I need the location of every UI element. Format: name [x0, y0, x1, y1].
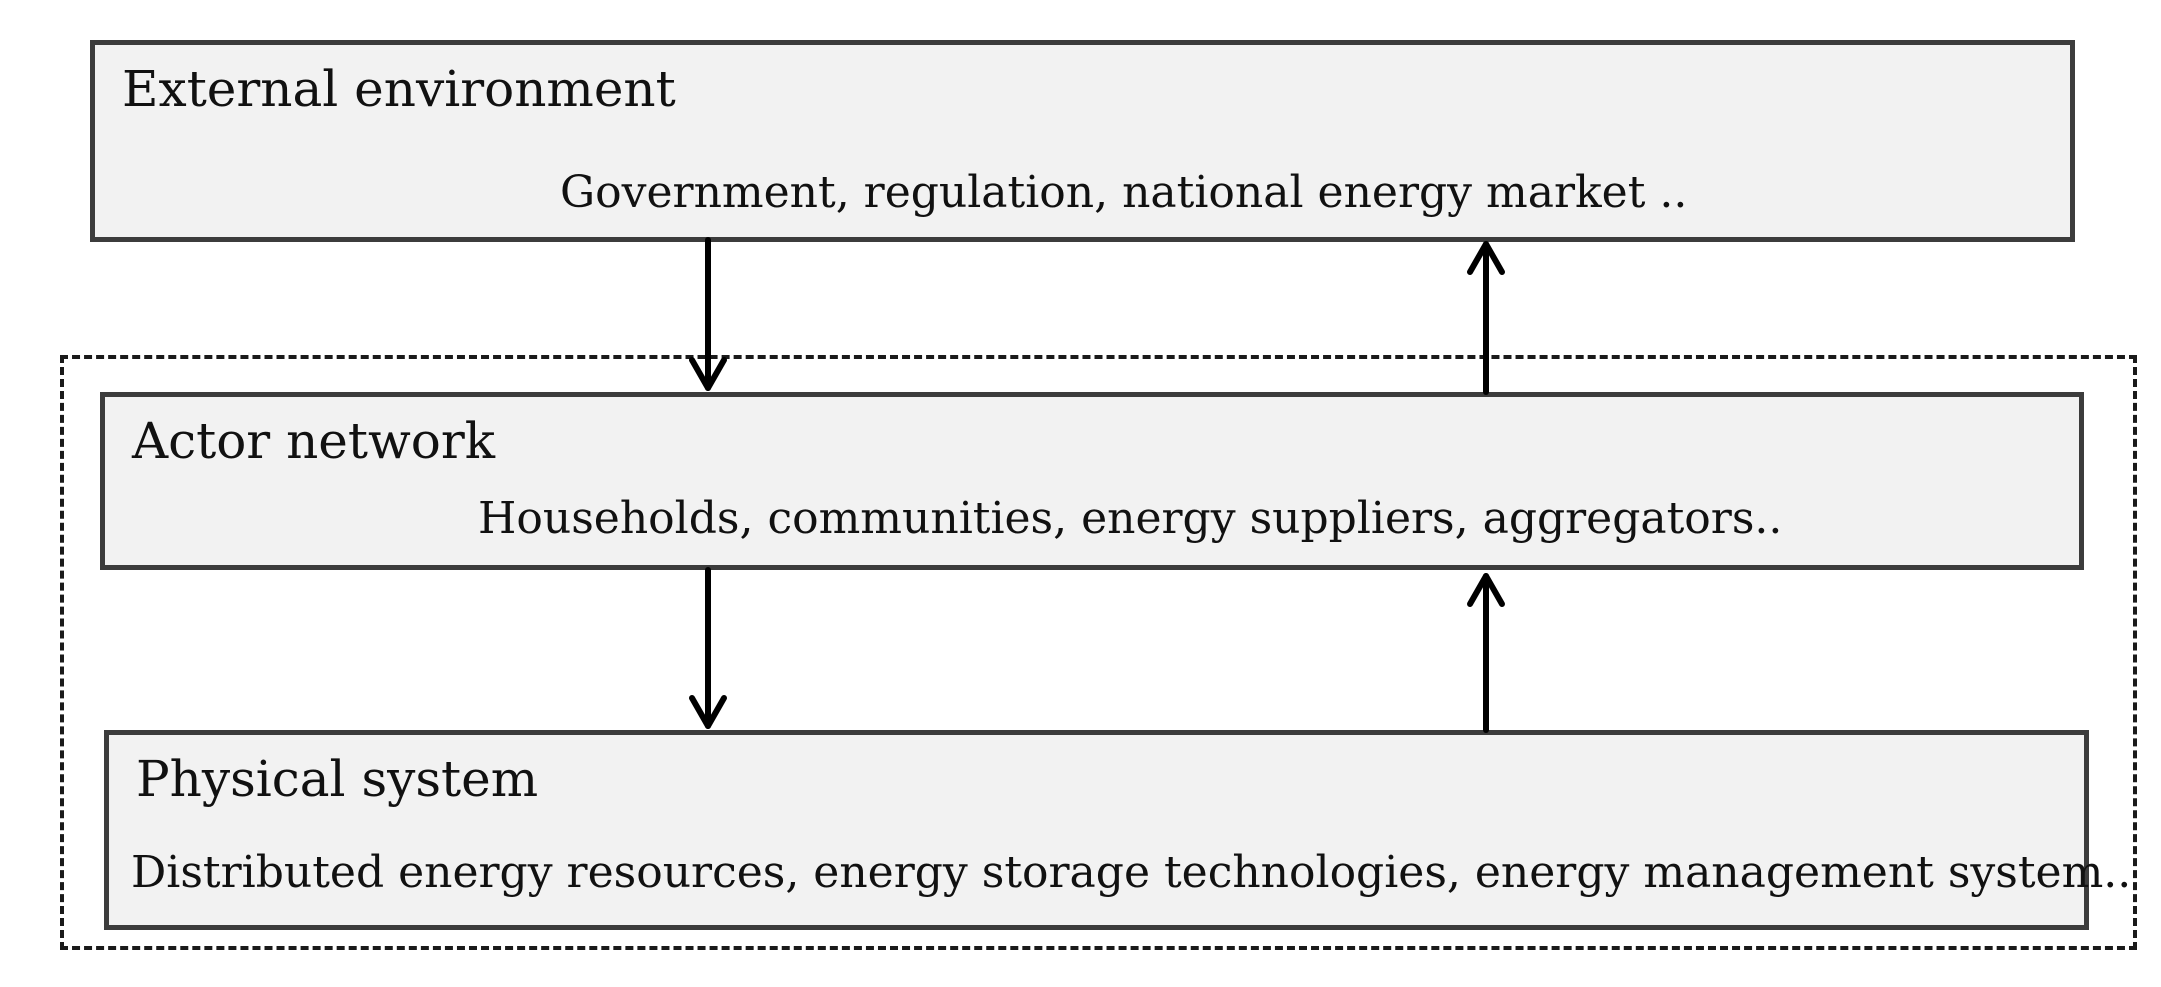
actor-network-title: Actor network: [132, 412, 496, 470]
arrow-actor-to-external: [1467, 241, 1505, 395]
actor-network-box: Actor network Households, communities, e…: [100, 392, 2084, 570]
local-system-boundary: [60, 355, 2137, 950]
arrow-actor-to-physical: [689, 567, 727, 729]
arrow-physical-to-actor: [1467, 573, 1505, 733]
physical-system-title: Physical system: [136, 750, 539, 808]
arrow-external-to-actor: [689, 237, 727, 391]
external-environment-text: Government, regulation, national energy …: [560, 167, 1688, 218]
external-environment-title: External environment: [122, 60, 676, 118]
physical-system-box: Physical system Distributed energy resou…: [104, 730, 2131, 930]
physical-system-text: Distributed energy resources, energy sto…: [131, 847, 2132, 898]
actor-network-text: Households, communities, energy supplier…: [478, 493, 1783, 544]
external-environment-box: External environment Government, regulat…: [90, 40, 2075, 242]
